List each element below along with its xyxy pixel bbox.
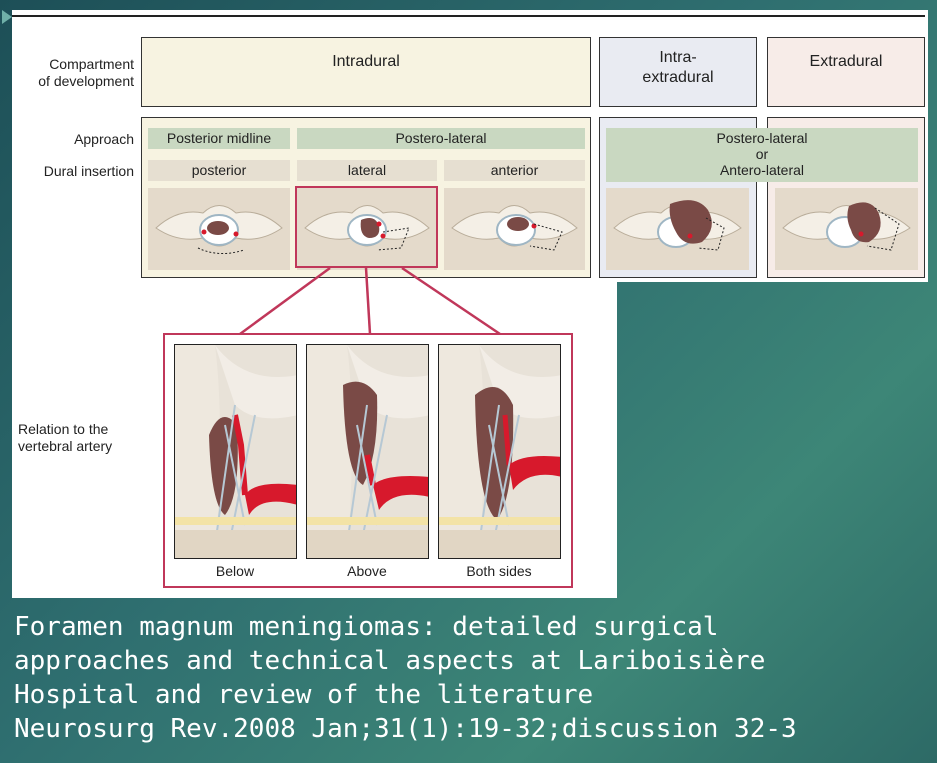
citation-line-2: approaches and technical aspects at Lari… (14, 646, 766, 676)
approach-postero-lateral: Postero-lateral (297, 128, 585, 149)
lateral-highlight-frame (295, 186, 438, 268)
insertion-lateral: lateral (297, 160, 437, 181)
vertebra-illustration-posterior (148, 188, 290, 270)
header-extradural: Extradural (767, 37, 925, 107)
slide-bullet-arrow-icon (2, 10, 12, 24)
caption-both-sides: Both sides (466, 563, 532, 579)
insertion-anterior: anterior (444, 160, 585, 181)
label-relation-artery: Relation to the vertebral artery (18, 421, 113, 454)
approach-posterior-midline: Posterior midline (148, 128, 290, 149)
sagittal-illustration-both-sides (438, 344, 561, 559)
citation-line-3: Hospital and review of the literature (14, 680, 594, 710)
vertebra-illustration-intra-extradural (606, 188, 749, 270)
sagittal-illustration-below (174, 344, 297, 559)
caption-below: Below (215, 563, 255, 579)
insertion-posterior: posterior (148, 160, 290, 181)
caption-above: Above (347, 563, 387, 579)
vertebra-illustration-extradural (775, 188, 918, 270)
vertebra-illustration-lateral (297, 188, 437, 270)
figure-top-rule (12, 15, 925, 17)
sagittal-illustration-above (306, 344, 429, 559)
approach-postero-or-antero-lateral: Postero-lateral or Antero-lateral (606, 128, 918, 182)
connector-lines (239, 266, 501, 336)
citation-line-4: Neurosurg Rev.2008 Jan;31(1):19-32;discu… (14, 714, 797, 744)
label-approach: Approach (74, 131, 134, 147)
header-intra-extradural: Intra- extradural (599, 37, 757, 107)
citation-text: Foramen magnum meningiomas: detailed sur… (14, 610, 934, 746)
label-dural-insertion: Dural insertion (43, 163, 134, 179)
citation-line-1: Foramen magnum meningiomas: detailed sur… (14, 612, 719, 642)
label-compartment: Compartment of development (38, 56, 134, 89)
vertebra-illustration-anterior (444, 188, 585, 270)
header-intradural: Intradural (141, 37, 591, 107)
